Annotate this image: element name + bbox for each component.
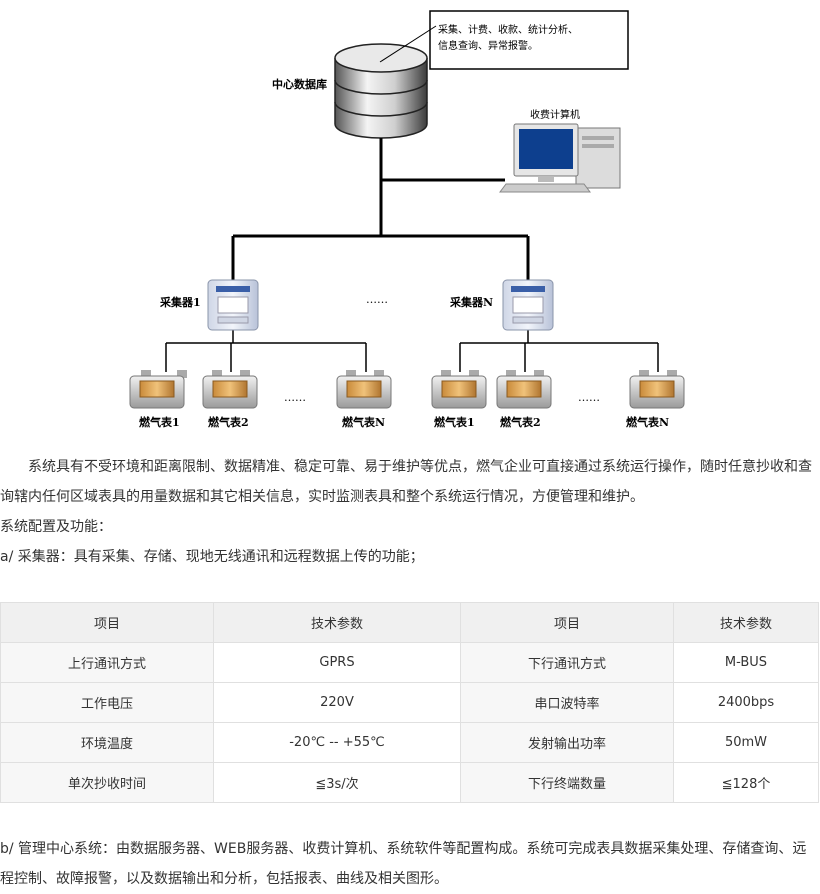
collector-1-icon bbox=[207, 279, 259, 331]
center-description: b/ 管理中心系统：由数据服务器、WEB服务器、收费计算机、系统软件等配置构成。… bbox=[0, 841, 807, 887]
table-cell: 220V bbox=[213, 682, 461, 723]
table-cell: 2400bps bbox=[673, 682, 819, 723]
table-row: 单次抄收时间 ≦3s/次 下行终端数量 ≦128个 bbox=[0, 762, 819, 803]
table-cell: 发射输出功率 bbox=[460, 722, 674, 763]
table-header-cell: 技术参数 bbox=[213, 602, 461, 643]
table-cell: 上行通讯方式 bbox=[0, 642, 214, 683]
gas-meter-icon bbox=[629, 370, 685, 409]
meter-bus-lines bbox=[165, 328, 659, 372]
gas-meter-icon bbox=[431, 370, 487, 409]
table-cell: ≦128个 bbox=[673, 762, 819, 803]
meter-n-right-label: 燃气表N bbox=[625, 415, 669, 429]
table-cell: 工作电压 bbox=[0, 682, 214, 723]
meter-1-right-label: 燃气表1 bbox=[433, 415, 475, 429]
database-label: 中心数据库 bbox=[272, 77, 327, 91]
table-cell: 50mW bbox=[673, 722, 819, 763]
meter-n-left-label: 燃气表N bbox=[341, 415, 385, 429]
table-header-cell: 项目 bbox=[460, 602, 674, 643]
collector-description: a/ 采集器：具有采集、存储、现地无线通讯和远程数据上传的功能； bbox=[0, 549, 424, 565]
collector-ellipsis: …… bbox=[366, 293, 388, 306]
network-lines bbox=[231, 138, 530, 282]
meter-2-left-label: 燃气表2 bbox=[207, 415, 249, 429]
gas-meter-icon bbox=[129, 370, 187, 409]
collector-n-icon bbox=[502, 279, 554, 331]
table-cell: 环境温度 bbox=[0, 722, 214, 763]
database-icon bbox=[334, 43, 428, 139]
table-header-cell: 项目 bbox=[0, 602, 214, 643]
callout-pointer bbox=[379, 25, 437, 63]
computer-icon bbox=[499, 123, 621, 193]
table-header-row: 项目 技术参数 项目 技术参数 bbox=[0, 602, 819, 643]
gas-meter-icon bbox=[202, 370, 258, 409]
table-cell: GPRS bbox=[213, 642, 461, 683]
config-heading: 系统配置及功能： bbox=[0, 519, 112, 535]
spec-table: 项目 技术参数 项目 技术参数 上行通讯方式 GPRS 下行通讯方式 M-BUS… bbox=[0, 602, 819, 803]
system-diagram: 中心数据库 采集、计费、收款、统计分析、 信息查询、异常报警。 收费计算机 bbox=[0, 0, 820, 440]
table-row: 上行通讯方式 GPRS 下行通讯方式 M-BUS bbox=[0, 642, 819, 683]
meter-ellipsis-right: …… bbox=[578, 391, 600, 404]
callout-line-2: 信息查询、异常报警。 bbox=[438, 39, 538, 52]
table-header-cell: 技术参数 bbox=[673, 602, 819, 643]
table-row: 环境温度 -20℃ -- +55℃ 发射输出功率 50mW bbox=[0, 722, 819, 763]
meter-2-right-label: 燃气表2 bbox=[499, 415, 541, 429]
callout-box bbox=[429, 10, 629, 70]
table-cell: 串口波特率 bbox=[460, 682, 674, 723]
intro-paragraph: 系统具有不受环境和距离限制、数据精准、稳定可靠、易于维护等优点，燃气企业可直接通… bbox=[0, 459, 812, 505]
meter-ellipsis-left: …… bbox=[284, 391, 306, 404]
meter-1-left-label: 燃气表1 bbox=[138, 415, 180, 429]
callout-line-1: 采集、计费、收款、统计分析、 bbox=[438, 23, 578, 36]
table-cell: -20℃ -- +55℃ bbox=[213, 722, 461, 763]
collector-1-label: 采集器1 bbox=[159, 295, 201, 309]
collector-n-label: 采集器N bbox=[449, 295, 493, 309]
table-cell: M-BUS bbox=[673, 642, 819, 683]
table-cell: 下行通讯方式 bbox=[460, 642, 674, 683]
table-cell: ≦3s/次 bbox=[213, 762, 461, 803]
gas-meter-icon bbox=[336, 370, 392, 409]
table-row: 工作电压 220V 串口波特率 2400bps bbox=[0, 682, 819, 723]
gas-meter-icon bbox=[496, 370, 552, 409]
table-cell: 下行终端数量 bbox=[460, 762, 674, 803]
table-cell: 单次抄收时间 bbox=[0, 762, 214, 803]
billing-computer-label: 收费计算机 bbox=[530, 108, 580, 121]
